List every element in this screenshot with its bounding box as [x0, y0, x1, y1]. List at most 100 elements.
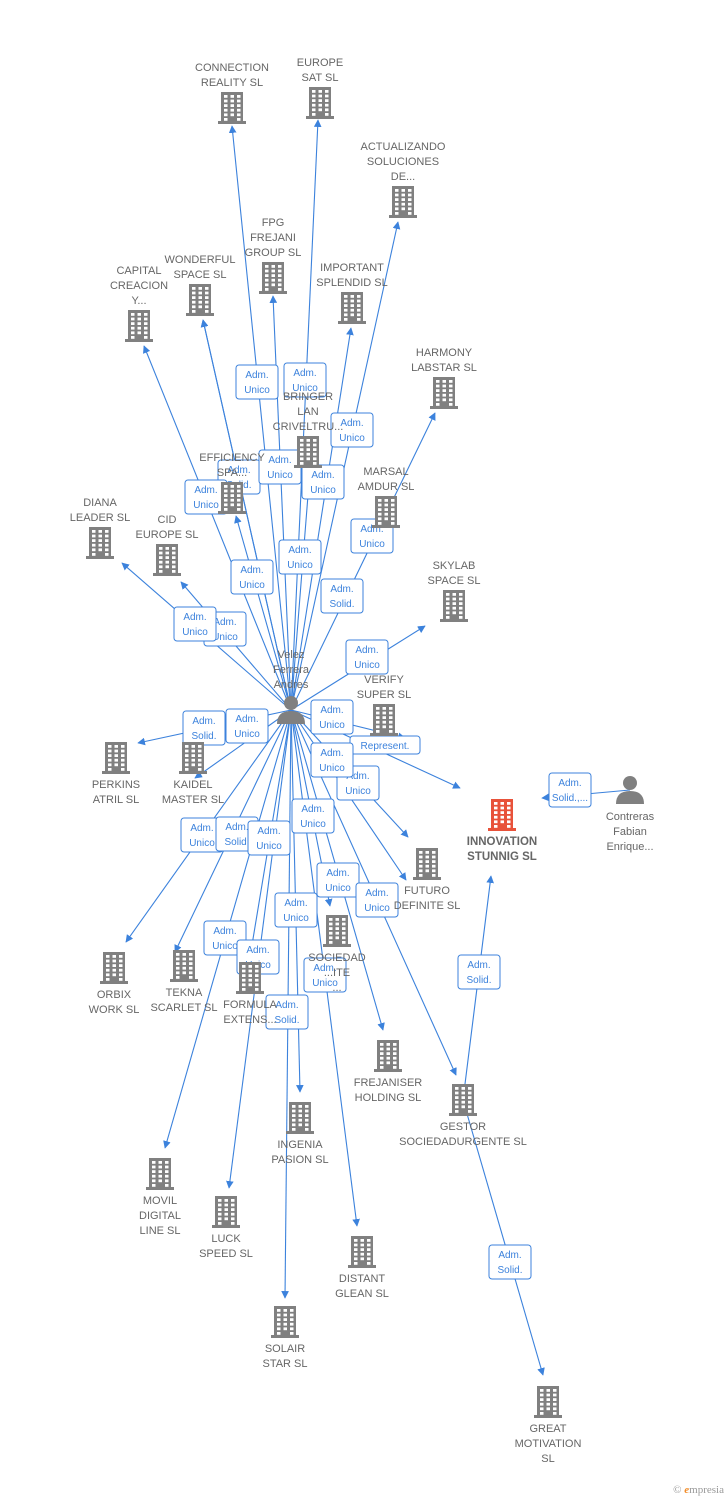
- node-label: Enrique...: [606, 841, 653, 853]
- node-label: Andres: [274, 679, 309, 691]
- relation-tag[interactable]: Adm.Unico: [310, 699, 354, 735]
- relation-tag[interactable]: Adm.Unico: [247, 820, 291, 856]
- relation-tag-line: Unico: [364, 903, 390, 914]
- relation-tag-line: Adm.: [257, 826, 280, 837]
- company-node-efficiency[interactable]: EFFICIENCYSPA...: [199, 452, 265, 514]
- relation-tag-box: [345, 639, 389, 675]
- relation-tag-box: [310, 742, 354, 778]
- relation-tag[interactable]: Adm.Unico: [330, 412, 374, 448]
- relation-tag[interactable]: Adm.Unico: [316, 862, 360, 898]
- relation-tag[interactable]: Adm.Solid.: [488, 1244, 532, 1280]
- relation-tag-line: Solid.: [224, 837, 249, 848]
- relation-tag[interactable]: Adm.Unico: [310, 742, 354, 778]
- person-node-contreras[interactable]: ContrerasFabianEnrique...: [606, 776, 655, 853]
- relation-tag[interactable]: Adm.Unico: [301, 464, 345, 500]
- relation-tag-line: Adm.: [183, 612, 206, 623]
- company-node-actualizando[interactable]: ACTUALIZANDOSOLUCIONESDE...: [361, 141, 446, 218]
- relation-tag-line: Unico: [212, 632, 238, 643]
- relation-tag[interactable]: Adm.Solid.: [320, 578, 364, 614]
- relation-tag[interactable]: Adm.Unico: [355, 882, 399, 918]
- relation-tag[interactable]: Adm.Solid.: [265, 994, 309, 1030]
- relation-tag[interactable]: Adm.Solid.: [182, 710, 226, 746]
- relation-tag-line: Unico: [283, 913, 309, 924]
- company-node-formula[interactable]: FORMULAEXTENS...: [223, 962, 278, 1026]
- building-icon: [449, 1084, 477, 1116]
- relation-tag[interactable]: Adm.Unico: [173, 606, 217, 642]
- relation-tag-line: Solid.: [497, 1265, 522, 1276]
- relation-tag[interactable]: Adm.Unico: [278, 539, 322, 575]
- edge-velez-europe_sat: [290, 119, 322, 711]
- relation-tag[interactable]: Adm.Unico: [303, 957, 347, 993]
- relation-tag-box: [235, 364, 279, 400]
- relation-tag-line: Adm.: [326, 868, 349, 879]
- node-label: INNOVATION: [467, 836, 538, 848]
- relation-tag[interactable]: Adm.Unico: [345, 639, 389, 675]
- relation-tag-line: Solid.: [274, 1015, 299, 1026]
- relation-tag-line: Adm.: [246, 945, 269, 956]
- relation-tag-line: Adm.: [192, 716, 215, 727]
- node-label: EFFICIENCY: [199, 452, 265, 464]
- relation-tag[interactable]: Represent.: [349, 735, 421, 755]
- node-label: AMDUR SL: [358, 481, 415, 493]
- relation-tag[interactable]: Adm.Unico: [184, 479, 228, 515]
- relation-tag[interactable]: Adm.Unico: [203, 920, 247, 956]
- relation-tag[interactable]: Adm.Unico: [230, 559, 274, 595]
- relation-tag[interactable]: Adm.Unico: [180, 817, 224, 853]
- relation-tag[interactable]: Adm.Unico: [225, 708, 269, 744]
- relation-tag-line: Unico: [292, 383, 318, 394]
- node-label: PASION SL: [271, 1154, 328, 1166]
- node-label: GESTOR: [440, 1121, 486, 1133]
- building-icon: [125, 310, 153, 342]
- node-label: ACTUALIZANDO: [361, 141, 446, 153]
- node-label: VERIFY: [364, 674, 404, 686]
- relation-tag[interactable]: Adm.Solid.: [457, 954, 501, 990]
- edge-velez-efficiency: [234, 515, 292, 711]
- building-icon: [170, 950, 198, 982]
- relation-tag-box: [291, 798, 335, 834]
- node-label: WORK SL: [89, 1004, 140, 1016]
- building-icon: [100, 952, 128, 984]
- relation-tag[interactable]: Adm.Unico: [258, 449, 302, 485]
- edge-velez-important: [290, 327, 354, 711]
- relation-tag[interactable]: Adm.Unico: [274, 892, 318, 928]
- relation-tag-box: [283, 362, 327, 398]
- relation-tag[interactable]: Adm.Unico: [291, 798, 335, 834]
- company-node-capital[interactable]: CAPITALCREACIONY...: [110, 265, 168, 342]
- relation-tag[interactable]: Adm.Solid.,...: [548, 772, 592, 808]
- company-node-sociedad[interactable]: SOCIEDAD...ITE...: [308, 915, 366, 994]
- building-icon: [413, 848, 441, 880]
- building-icon: [323, 915, 351, 947]
- company-node-bringer[interactable]: BRINGERLANCRIVELTRU...: [273, 391, 344, 468]
- edge-velez-harmony: [290, 412, 436, 711]
- relation-tag[interactable]: Adm.Unico: [283, 362, 327, 398]
- building-icon: [534, 1386, 562, 1418]
- copyright-symbol: ©: [673, 1484, 682, 1496]
- relation-tag[interactable]: Adm.Unico: [235, 364, 279, 400]
